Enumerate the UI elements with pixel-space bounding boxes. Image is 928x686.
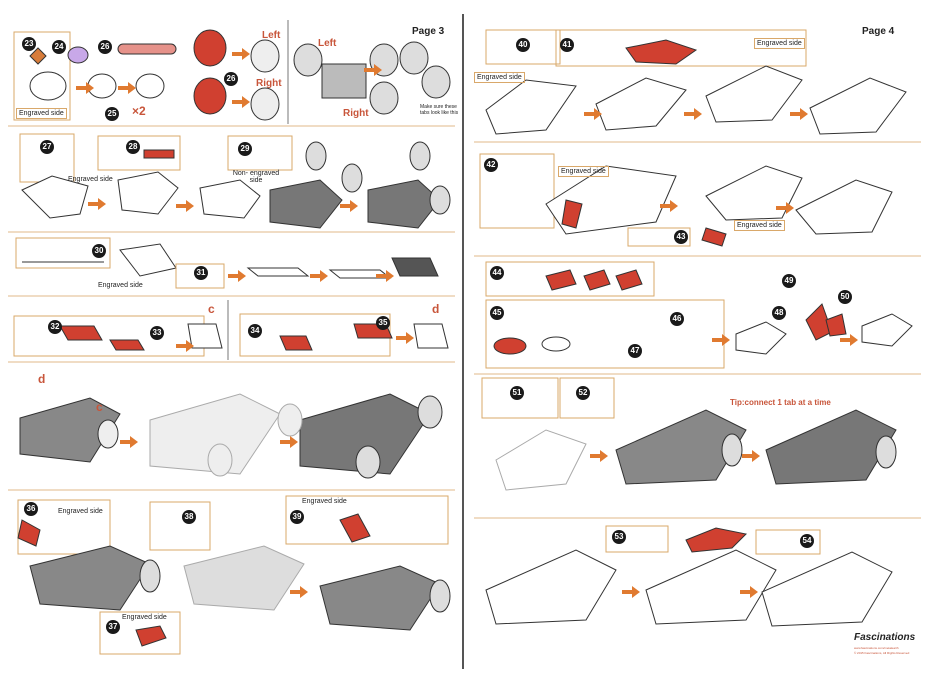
engraved-side-caption: Engraved side	[98, 282, 143, 289]
tabs-note: Make sure these tabs look like this	[420, 104, 459, 116]
step-number: 36	[24, 502, 38, 516]
marker-d: d	[38, 372, 46, 386]
step-number: 39	[290, 510, 304, 524]
step-number: 32	[48, 320, 62, 334]
page-divider	[462, 14, 464, 669]
engraved-side-caption: Engraved side	[302, 498, 347, 505]
step-number: 40	[516, 38, 530, 52]
step-number: 38	[182, 510, 196, 524]
step-number: 49	[782, 274, 796, 288]
step-number: 23	[22, 37, 36, 51]
tip-text: Tip:connect 1 tab at a time	[730, 398, 831, 407]
assembly-illustrations	[8, 20, 455, 655]
step-number: 44	[490, 266, 504, 280]
step-number: 25	[105, 107, 119, 121]
page-label: Page 4	[862, 26, 895, 37]
step-number: 35	[376, 316, 390, 330]
step-number: 28	[126, 140, 140, 154]
step-number: 53	[612, 530, 626, 544]
step-number: 42	[484, 158, 498, 172]
step-number: 30	[92, 244, 106, 258]
engraved-side-caption: Engraved side	[122, 614, 167, 621]
copyright: © 2015 Fascinations, All Rights Reserved	[854, 651, 910, 655]
assembly-illustrations	[474, 29, 921, 627]
engraved-side-caption: Engraved side	[474, 72, 525, 83]
step-number: 26	[224, 72, 238, 86]
step-number: 46	[670, 312, 684, 326]
step-number: 34	[248, 324, 262, 338]
page-label: Page 3	[412, 26, 445, 37]
engraved-side-caption: Engraved side	[68, 176, 113, 183]
left-page: Page 3 23 24 26 25 26 Left Right Left Ri…	[0, 0, 462, 686]
engraved-side-caption: Engraved side	[754, 38, 805, 49]
step-number: 37	[106, 620, 120, 634]
non-engraved-side-caption: Non- engraved side	[232, 170, 280, 184]
step-number: 27	[40, 140, 54, 154]
step-number: 43	[674, 230, 688, 244]
step-number: 26	[98, 40, 112, 54]
engraved-side-caption: Engraved side	[58, 508, 103, 515]
engraved-side-caption: Engraved side	[734, 220, 785, 231]
step-number: 48	[772, 306, 786, 320]
step-number: 52	[576, 386, 590, 400]
right-label: Right	[343, 108, 369, 119]
brand-url: www.fascinations.com/metalearth	[854, 646, 899, 650]
step-number: 24	[52, 40, 66, 54]
step-number: 31	[194, 266, 208, 280]
step-number: 51	[510, 386, 524, 400]
step-number: 45	[490, 306, 504, 320]
step-number: 41	[560, 38, 574, 52]
engraved-side-caption: Engraved side	[558, 166, 609, 177]
step-number: 54	[800, 534, 814, 548]
step-number: 29	[238, 142, 252, 156]
left-label: Left	[318, 38, 337, 49]
step-number: 50	[838, 290, 852, 304]
brand-logo: Fascinations	[854, 632, 916, 643]
right-label: Right	[256, 78, 282, 89]
marker-c: c	[96, 400, 103, 414]
times-two-label: ×2	[132, 104, 146, 118]
step-number: 33	[150, 326, 164, 340]
left-label: Left	[262, 30, 281, 41]
marker-c: c	[208, 302, 215, 316]
marker-d: d	[432, 302, 440, 316]
step-number: 47	[628, 344, 642, 358]
right-page: Page 4	[466, 0, 928, 686]
engraved-side-caption: Engraved side	[16, 108, 67, 119]
